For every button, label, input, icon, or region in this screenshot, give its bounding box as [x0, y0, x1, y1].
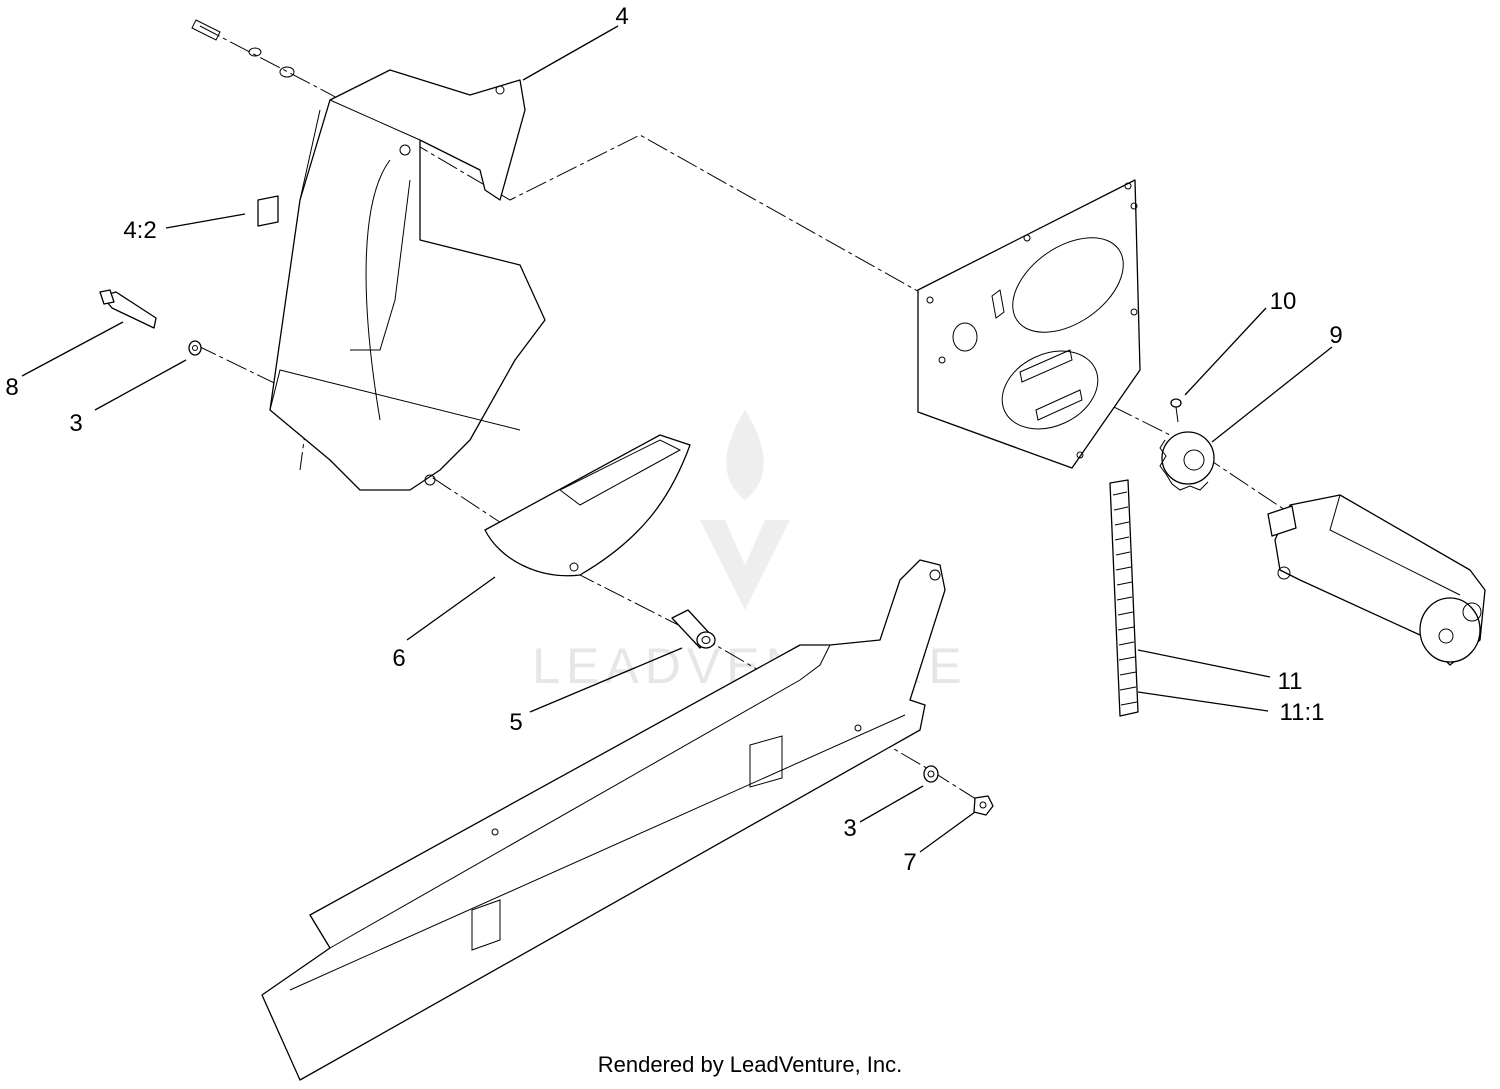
callout-6: 6	[392, 645, 405, 672]
callout-5: 5	[509, 709, 522, 736]
chain-guard-housing	[269, 69, 546, 491]
callout-4-2: 4:2	[123, 217, 156, 244]
callout-3-top: 3	[69, 410, 82, 437]
nut	[973, 795, 994, 816]
callout-7: 7	[903, 849, 916, 876]
top-screw-and-washers	[191, 19, 295, 78]
spacer	[671, 609, 716, 649]
callout-9: 9	[1329, 322, 1342, 349]
callout-3-bottom: 3	[843, 815, 856, 842]
callout-8: 8	[5, 374, 18, 401]
render-credit-footer: Rendered by LeadVenture, Inc.	[597, 1052, 903, 1077]
drive-motor	[1267, 494, 1486, 666]
callout-leaders	[21, 25, 1333, 853]
decal-square	[257, 195, 279, 227]
washer-top	[188, 340, 202, 356]
sprocket	[1159, 431, 1215, 491]
callout-labels: 4 4:2 8 3 6 5 10 9 11 11:1 3 7	[5, 3, 1342, 876]
washer-bottom	[923, 765, 939, 783]
set-screw	[1170, 398, 1182, 423]
callout-10: 10	[1270, 288, 1297, 315]
rear-chain-guard	[261, 559, 946, 1081]
callout-4: 4	[615, 3, 628, 30]
mounting-plate	[917, 179, 1141, 469]
callout-11-1: 11:1	[1280, 699, 1325, 726]
lower-guard-plate	[484, 434, 691, 577]
callout-11: 11	[1278, 668, 1303, 695]
chain	[1109, 479, 1139, 717]
bolt	[99, 289, 157, 329]
